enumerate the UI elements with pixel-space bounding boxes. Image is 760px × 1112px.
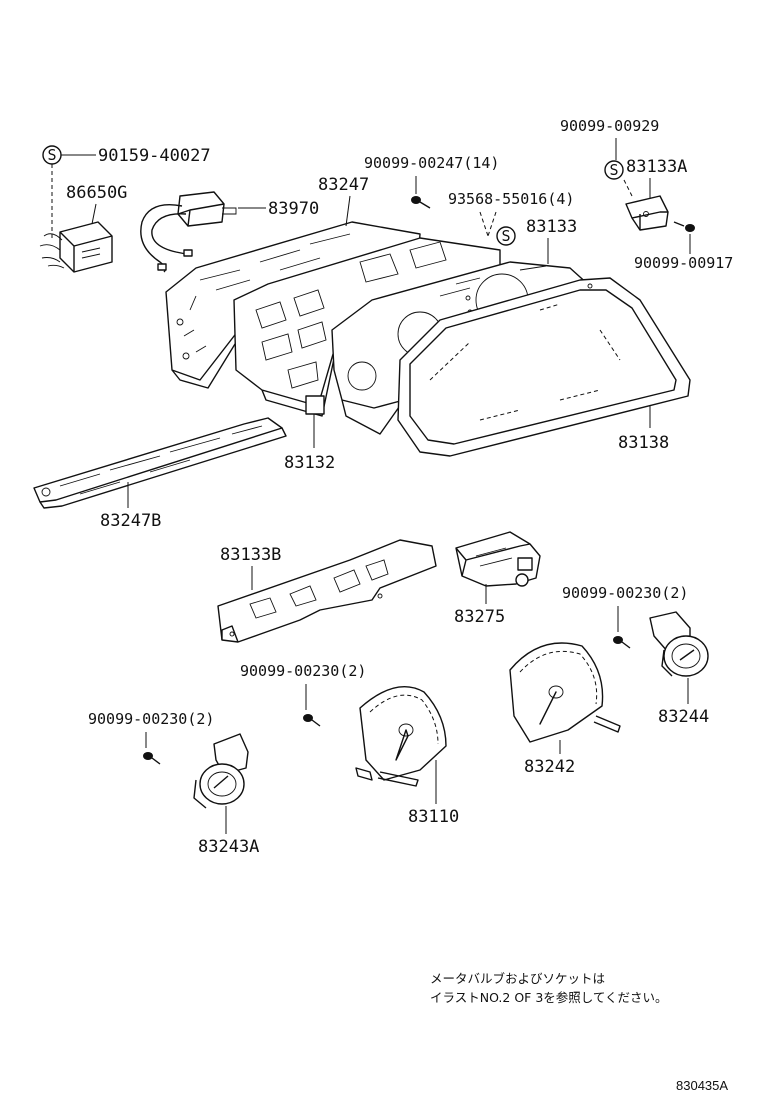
label-83132: 83132 xyxy=(284,453,335,473)
part-83970-illustration xyxy=(140,191,237,273)
screw-90099-00917-illustration xyxy=(673,221,695,232)
label-83110: 83110 xyxy=(408,807,459,827)
label-83970: 83970 xyxy=(268,199,319,219)
label-83247b: 83247B xyxy=(100,511,161,531)
label-83244: 83244 xyxy=(658,707,709,727)
svg-text:S: S xyxy=(609,161,618,179)
part-83133a-illustration xyxy=(625,195,669,231)
label-90099-00230-right: 90099-00230(2) xyxy=(562,584,688,602)
part-86650g-illustration xyxy=(39,221,113,273)
part-83133b-illustration xyxy=(217,539,437,643)
screw-left-illustration xyxy=(143,752,161,765)
part-83110-illustration xyxy=(355,685,447,787)
s-mark-symbol-2: S xyxy=(496,226,516,246)
label-83138: 83138 xyxy=(618,433,669,453)
part-83242-illustration xyxy=(509,642,621,743)
label-83133a: 83133A xyxy=(626,157,687,177)
part-83247b-illustration xyxy=(33,417,287,509)
label-90099-00917: 90099-00917 xyxy=(634,254,733,272)
label-83243a: 83243A xyxy=(198,837,259,857)
label-83242: 83242 xyxy=(524,757,575,777)
svg-text:S: S xyxy=(501,227,510,245)
label-90099-00230-mid: 90099-00230(2) xyxy=(240,662,366,680)
part-83243a-illustration xyxy=(193,733,249,809)
screw-mid-illustration xyxy=(303,714,321,727)
s-mark-symbol-1: S xyxy=(42,145,96,238)
part-83275-illustration xyxy=(455,531,541,587)
label-90099-00247: 90099-00247(14) xyxy=(364,154,499,172)
label-93568-55016: 93568-55016(4) xyxy=(448,190,574,208)
s-mark-symbol-3: S xyxy=(604,160,624,180)
part-83138-illustration xyxy=(397,277,691,457)
label-86650g: 86650G xyxy=(66,183,127,203)
note-line-2: イラストNO.2 OF 3を参照してください。 xyxy=(430,990,668,1005)
svg-text:S: S xyxy=(47,146,56,164)
note-line-1: メータバルブおよびソケットは xyxy=(430,971,605,986)
screw-90099-00247-illustration xyxy=(411,196,431,209)
label-83275: 83275 xyxy=(454,607,505,627)
part-83244-illustration xyxy=(649,611,709,677)
label-90159-40027: 90159-40027 xyxy=(98,146,211,166)
label-83247: 83247 xyxy=(318,175,369,195)
label-90099-00929: 90099-00929 xyxy=(560,117,659,135)
label-83133: 83133 xyxy=(526,217,577,237)
label-90099-00230-left: 90099-00230(2) xyxy=(88,710,214,728)
screw-right-illustration xyxy=(613,636,631,649)
label-83133b: 83133B xyxy=(220,545,281,565)
figure-code: 830435A xyxy=(676,1078,728,1093)
